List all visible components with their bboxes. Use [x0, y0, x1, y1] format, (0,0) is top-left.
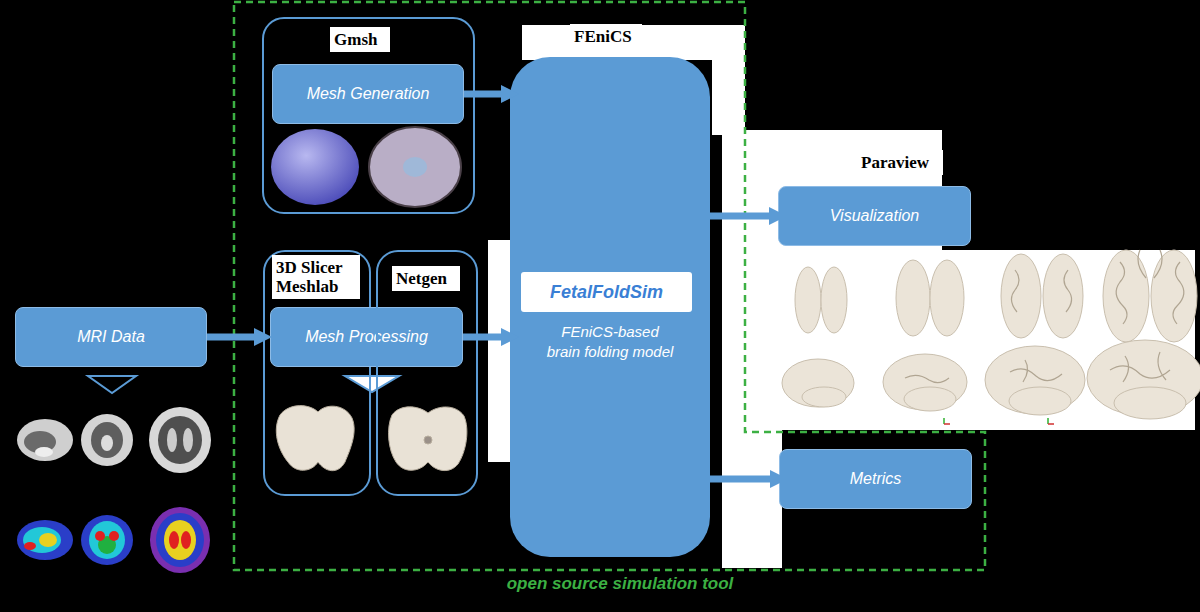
flow-arrow — [464, 91, 510, 98]
process-box: Mesh Processing — [270, 307, 463, 367]
box-label: Metrics — [780, 450, 971, 508]
mri-image — [17, 407, 211, 473]
tool-name: Gmsh — [330, 27, 390, 52]
process-box: ParaviewVisualization — [778, 186, 971, 246]
box-label: Visualization — [779, 187, 970, 245]
brain-mesh — [276, 406, 467, 471]
flow-arrow — [207, 334, 263, 341]
segmentation-image — [17, 507, 210, 573]
brain-side-view — [782, 340, 1200, 419]
group-caption: open source simulation tool — [430, 574, 810, 594]
pointer-triangle — [88, 376, 136, 393]
white-patch — [488, 25, 1195, 568]
tool-name: Netgen — [392, 266, 460, 291]
dashed-outline — [234, 2, 985, 570]
process-box: MRI Data — [15, 307, 207, 367]
tool-group: 3D Slicer MeshlabMesh Processing — [263, 250, 371, 496]
process-box: Mesh Generation — [272, 64, 464, 124]
core-box: FEniCSFEniCS-based brain folding modelFe… — [510, 57, 710, 557]
tool-group: GmshMesh Generation — [262, 17, 475, 214]
model-name-box: FetalFoldSim — [521, 272, 692, 312]
mesh-sphere — [271, 127, 461, 207]
flow-arrow — [463, 334, 510, 341]
box-label: Mesh Generation — [273, 65, 463, 123]
box-description: FEniCS-based brain folding model — [546, 322, 674, 362]
pointer-triangle — [345, 376, 399, 392]
flow-arrow — [710, 476, 779, 483]
box-label: MRI Data — [16, 308, 206, 366]
process-box: Metrics — [779, 449, 972, 509]
flow-arrow — [710, 213, 778, 220]
brain-top-view — [795, 250, 1197, 342]
box-label: Mesh Processing — [271, 308, 462, 366]
tool-name: 3D Slicer Meshlab — [272, 255, 360, 299]
model-name: FetalFoldSim — [521, 272, 692, 312]
tool-name: Paraview — [857, 150, 943, 175]
tool-name: FEniCS — [570, 24, 642, 49]
axis-glyph — [944, 418, 1054, 424]
sulci — [905, 250, 1184, 383]
tool-group: Netgen — [376, 250, 478, 496]
